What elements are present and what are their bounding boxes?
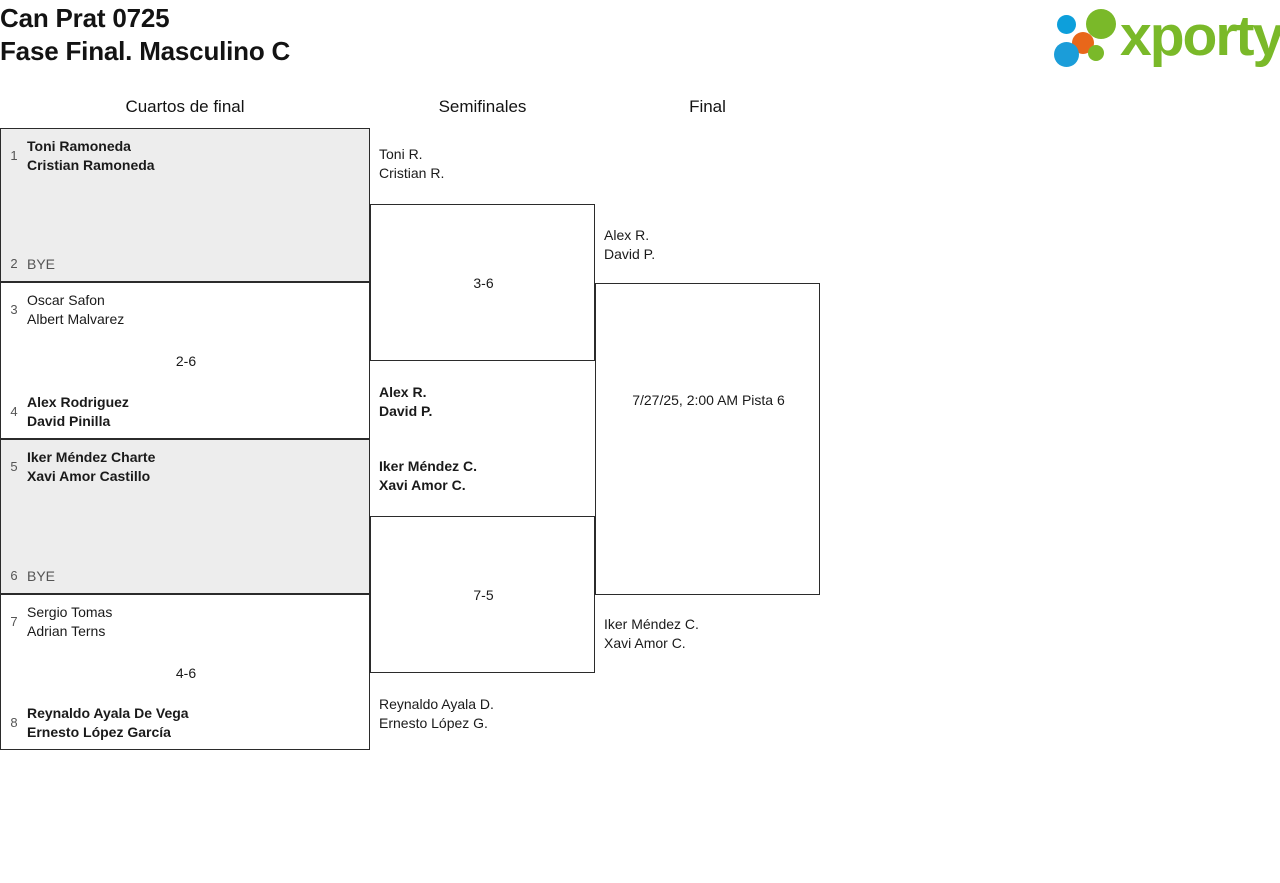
team-names: Reynaldo Ayala De Vega Ernesto López Gar… — [27, 704, 189, 741]
player-name-1: Alex R. — [604, 227, 650, 243]
player-name-2: Xavi Amor C. — [379, 476, 466, 493]
player-name-1: Iker Méndez C. — [604, 616, 699, 632]
semifinal-match-1[interactable]: Toni R. Cristian R. 3-6 Alex R. David P. — [370, 146, 595, 419]
player-name-1: Reynaldo Ayala D. — [379, 696, 494, 712]
team-names: Toni Ramoneda Cristian Ramoneda — [27, 137, 155, 174]
player-name-2: David P. — [604, 245, 656, 262]
player-name-2: Albert Malvarez — [27, 310, 125, 327]
seed-number: 7 — [10, 613, 18, 629]
player-name-1: Reynaldo Ayala De Vega — [27, 705, 189, 721]
seed-number: 5 — [10, 458, 18, 474]
seed-number: 1 — [10, 147, 18, 163]
player-name-2: David Pinilla — [27, 412, 111, 429]
team-names: Oscar Safon Albert Malvarez — [27, 291, 124, 328]
player-name-2: Adrian Terns — [27, 622, 106, 639]
player-name-1: Iker Méndez Charte — [27, 449, 156, 465]
player-name-1: Toni Ramoneda — [27, 138, 131, 154]
final-match[interactable]: Alex R. David P. 7/27/25, 2:00 AM Pista … — [595, 227, 820, 651]
match-score: 7-5 — [473, 587, 494, 603]
logo-dot-green-small-icon — [1088, 45, 1104, 61]
player-name-2: Cristian R. — [379, 164, 445, 181]
player-name-1: Alex R. — [379, 384, 427, 400]
column-header-final: Final — [689, 97, 726, 116]
seed-number: 2 — [10, 255, 18, 271]
seed-number: 4 — [10, 403, 18, 419]
xporty-logo[interactable]: xporty — [1052, 4, 1280, 68]
logo-dots-icon — [1052, 6, 1126, 67]
quarterfinal-match-2[interactable]: 3 Oscar Safon Albert Malvarez 2-6 4 Alex… — [0, 282, 370, 439]
semifinal-match-2[interactable]: Iker Méndez C. Xavi Amor C. 7-5 Reynaldo… — [370, 458, 595, 731]
match-team-bottom[interactable]: Iker Méndez C. Xavi Amor C. — [604, 615, 699, 652]
match-team-bottom[interactable]: 4 Alex Rodriguez David Pinilla — [1, 393, 371, 430]
match-team-bottom[interactable]: 6 BYE — [1, 567, 371, 586]
match-score: 2-6 — [175, 353, 197, 369]
quarterfinal-match-4[interactable]: 7 Sergio Tomas Adrian Terns 4-6 8 Reynal… — [0, 594, 370, 750]
quarterfinal-match-1[interactable]: 1 Toni Ramoneda Cristian Ramoneda 2 BYE — [0, 128, 370, 282]
seed-number: 3 — [10, 301, 18, 317]
team-names: Sergio Tomas Adrian Terns — [27, 603, 112, 640]
logo-dot-blue-large-icon — [1054, 42, 1079, 67]
match-score: 4-6 — [175, 665, 197, 681]
logo-dot-blue-small-icon — [1057, 15, 1076, 34]
team-names: Alex Rodriguez David Pinilla — [27, 393, 129, 430]
player-name-1: Alex Rodriguez — [27, 394, 129, 410]
team-names: BYE — [27, 255, 56, 272]
match-team-bottom[interactable]: Alex R. David P. — [379, 383, 432, 420]
page-title: Can Prat 0725 Fase Final. Masculino C — [0, 2, 290, 68]
match-schedule-info: 7/27/25, 2:00 AM Pista 6 — [632, 392, 785, 408]
match-team-top[interactable]: 5 Iker Méndez Charte Xavi Amor Castillo — [1, 448, 371, 485]
team-names: Iker Méndez Charte Xavi Amor Castillo — [27, 448, 155, 485]
tournament-phase: Fase Final. Masculino C — [0, 36, 291, 66]
match-team-top[interactable]: 3 Oscar Safon Albert Malvarez — [1, 291, 371, 328]
tournament-name: Can Prat 0725 — [0, 3, 170, 33]
page-header: Can Prat 0725 Fase Final. Masculino C xp… — [0, 0, 1280, 86]
column-header-semifinals: Semifinales — [438, 97, 527, 116]
player-name-1: Oscar Safon — [27, 292, 105, 308]
player-name-1: Toni R. — [379, 146, 423, 162]
player-name-2: Ernesto López G. — [379, 714, 488, 731]
match-team-top[interactable]: 1 Toni Ramoneda Cristian Ramoneda — [1, 137, 371, 174]
player-name-1: Sergio Tomas — [27, 604, 113, 620]
player-name-2: Xavi Amor Castillo — [27, 467, 151, 484]
match-team-top[interactable]: Toni R. Cristian R. — [379, 145, 444, 182]
player-name-2: David P. — [379, 402, 433, 419]
team-names: BYE — [27, 567, 56, 584]
player-name-2: Cristian Ramoneda — [27, 156, 155, 173]
match-score: 3-6 — [473, 275, 494, 291]
logo-wordmark: xporty — [1120, 4, 1280, 68]
match-team-top[interactable]: Iker Méndez C. Xavi Amor C. — [379, 457, 477, 494]
match-team-top[interactable]: 7 Sergio Tomas Adrian Terns — [1, 603, 371, 640]
logo-dot-green-large-icon — [1086, 9, 1116, 39]
player-name-2: Ernesto López García — [27, 723, 171, 740]
column-header-quarterfinals: Cuartos de final — [125, 97, 245, 116]
match-team-bottom[interactable]: Reynaldo Ayala D. Ernesto López G. — [379, 695, 494, 732]
match-team-top[interactable]: Alex R. David P. — [604, 226, 655, 263]
seed-number: 8 — [10, 714, 18, 730]
quarterfinal-match-3[interactable]: 5 Iker Méndez Charte Xavi Amor Castillo … — [0, 439, 370, 594]
seed-number: 6 — [10, 567, 18, 583]
match-team-bottom[interactable]: 8 Reynaldo Ayala De Vega Ernesto López G… — [1, 704, 371, 741]
match-team-bottom[interactable]: 2 BYE — [1, 255, 371, 274]
player-name-1: Iker Méndez C. — [379, 458, 478, 474]
player-name-2: Xavi Amor C. — [604, 634, 686, 651]
